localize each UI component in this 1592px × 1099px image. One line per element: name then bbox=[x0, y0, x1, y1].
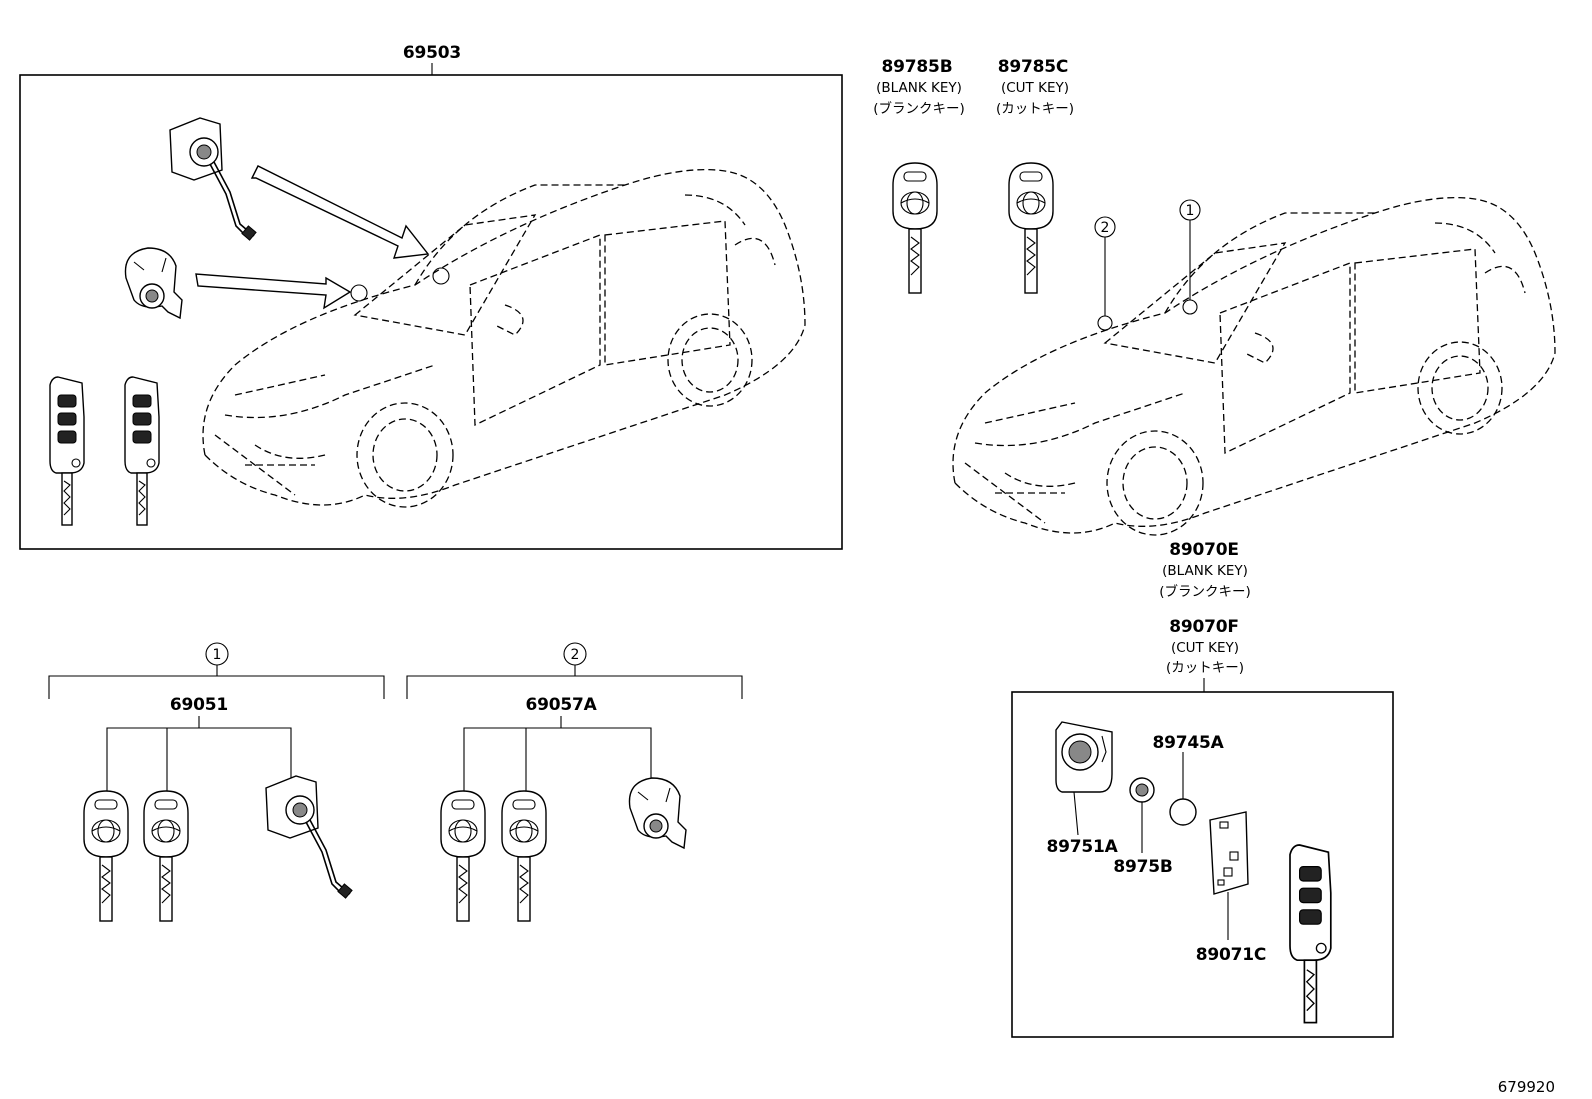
cover-leader bbox=[1073, 791, 1079, 836]
group2-key-1 bbox=[440, 790, 486, 922]
blank-key-en-label: (BLANK KEY) bbox=[876, 80, 962, 96]
remote-blank-part-number: 89070E bbox=[1169, 540, 1239, 560]
cut-key-top bbox=[1008, 162, 1054, 294]
car-illustration-right bbox=[952, 196, 1556, 536]
remote-cut-en-label: (CUT KEY) bbox=[1171, 640, 1239, 656]
group1-key-1 bbox=[83, 790, 129, 922]
cover-part-number: 89751A bbox=[1046, 837, 1118, 857]
door-lock-cylinder-left bbox=[169, 117, 257, 241]
group2-part-number: 69057A bbox=[525, 695, 597, 715]
battery-part bbox=[1169, 798, 1197, 826]
cut-key-part-number: 89785C bbox=[998, 57, 1068, 77]
cut-key-en-label: (CUT KEY) bbox=[1001, 80, 1069, 96]
remote-blank-jp-label: (ブランクキー) bbox=[1159, 583, 1251, 600]
marker-1-label: 1 bbox=[1186, 203, 1195, 219]
group2-marker-label: 2 bbox=[571, 647, 580, 663]
remote-key-assembled bbox=[1289, 844, 1332, 1024]
remote-cut-jp-label: (カットキー) bbox=[1166, 660, 1244, 676]
group1-key-2 bbox=[143, 790, 189, 922]
ignition-position-marker bbox=[432, 267, 450, 285]
car-illustration-left bbox=[202, 168, 806, 508]
group1-door-lock-cylinder bbox=[265, 775, 353, 899]
group2-key-2 bbox=[501, 790, 547, 922]
group1-marker-label: 1 bbox=[213, 647, 222, 663]
remote-key-left-1 bbox=[49, 376, 85, 526]
battery-part-number: 89745A bbox=[1152, 733, 1224, 753]
remote-blank-en-label: (BLANK KEY) bbox=[1162, 563, 1248, 579]
lock-position-marker bbox=[350, 284, 368, 302]
arrow-to-door-lock bbox=[250, 165, 430, 259]
blank-key-top bbox=[892, 162, 938, 294]
group1-part-number: 69051 bbox=[170, 695, 228, 715]
button-part-number: 8975B bbox=[1113, 857, 1172, 877]
illustration-id: 679920 bbox=[1498, 1078, 1555, 1096]
group2-tree bbox=[463, 716, 652, 795]
cut-key-jp-label: (カットキー) bbox=[996, 101, 1074, 117]
arrow-to-ignition bbox=[195, 273, 352, 310]
button-part bbox=[1129, 777, 1155, 803]
group2-bracket bbox=[406, 675, 743, 699]
main-assembly-frame bbox=[19, 74, 843, 550]
group1-tree bbox=[106, 716, 292, 795]
marker-1-target bbox=[1182, 299, 1198, 315]
blank-key-part-number: 89785B bbox=[882, 57, 953, 77]
marker-2-label: 2 bbox=[1101, 220, 1110, 236]
main-assembly-part-number: 69503 bbox=[403, 43, 461, 63]
transmitter-part-number: 89071C bbox=[1196, 945, 1266, 965]
group1-bracket bbox=[48, 675, 385, 699]
blank-key-jp-label: (ブランクキー) bbox=[873, 100, 965, 117]
group2-ignition-cylinder bbox=[628, 777, 687, 849]
remote-key-left-2 bbox=[124, 376, 160, 526]
marker-2-target bbox=[1097, 315, 1113, 331]
remote-cover-part bbox=[1055, 721, 1113, 793]
remote-cut-part-number: 89070F bbox=[1169, 617, 1239, 637]
transmitter-board-part bbox=[1209, 811, 1249, 895]
remote-key-frame bbox=[1011, 691, 1394, 1038]
ignition-cylinder-left bbox=[124, 247, 183, 319]
